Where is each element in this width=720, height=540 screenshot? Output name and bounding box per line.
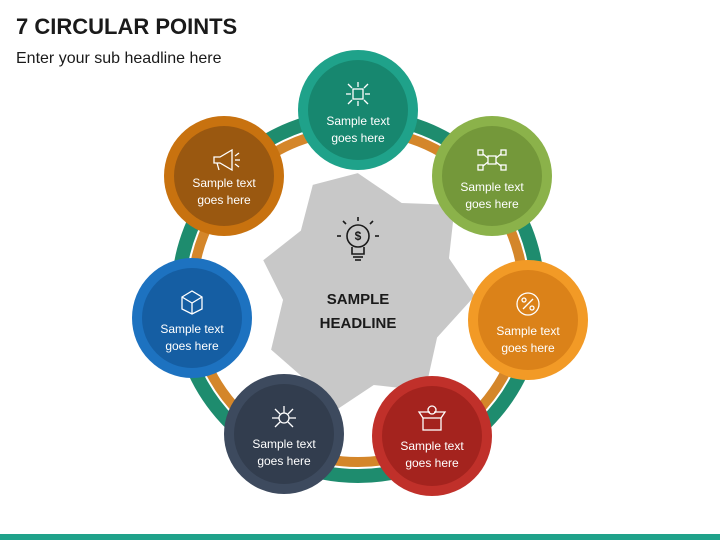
node-5: Sample text goes here: [224, 374, 344, 494]
node-7: Sample text goes here: [164, 116, 284, 236]
node-3-line1: Sample text: [496, 324, 560, 338]
node-3: Sample text goes here: [468, 260, 588, 380]
node-6-line1: Sample text: [160, 322, 224, 336]
node-4-line1: Sample text: [400, 439, 464, 453]
bottom-accent-bar: [0, 534, 720, 540]
circuit-icon: [272, 406, 296, 428]
node-4-line2: goes here: [405, 456, 459, 470]
lightbulb-dollar-icon: $: [337, 217, 379, 261]
percent-badge-icon: [516, 292, 540, 316]
network-icon: [477, 149, 507, 171]
node-5-line2: goes here: [257, 454, 311, 468]
page-title: 7 CIRCULAR POINTS: [16, 14, 238, 39]
node-1-line1: Sample text: [326, 114, 390, 128]
node-2: Sample text goes here: [432, 116, 552, 236]
node-6: Sample text goes here: [132, 258, 252, 378]
node-4: Sample text goes here: [372, 376, 492, 496]
node-1: Sample text goes here: [298, 50, 418, 170]
box-arrows-icon: [346, 82, 370, 106]
node-2-line1: Sample text: [460, 180, 524, 194]
megaphone-icon: [213, 148, 240, 172]
page-subtitle: Enter your sub headline here: [16, 50, 222, 67]
node-3-line2: goes here: [501, 341, 555, 355]
open-box-icon: [417, 405, 447, 431]
node-7-line1: Sample text: [192, 176, 256, 190]
center-headline-line2: HEADLINE: [320, 315, 397, 332]
center-headline-line1: SAMPLE: [327, 291, 390, 308]
package-icon: [181, 290, 203, 315]
node-7-line2: goes here: [197, 193, 251, 207]
node-1-line2: goes here: [331, 131, 385, 145]
node-2-line2: goes here: [465, 197, 519, 211]
node-5-line1: Sample text: [252, 437, 316, 451]
svg-text:$: $: [355, 229, 362, 243]
node-6-line2: goes here: [165, 339, 219, 353]
center-star: [260, 170, 478, 416]
